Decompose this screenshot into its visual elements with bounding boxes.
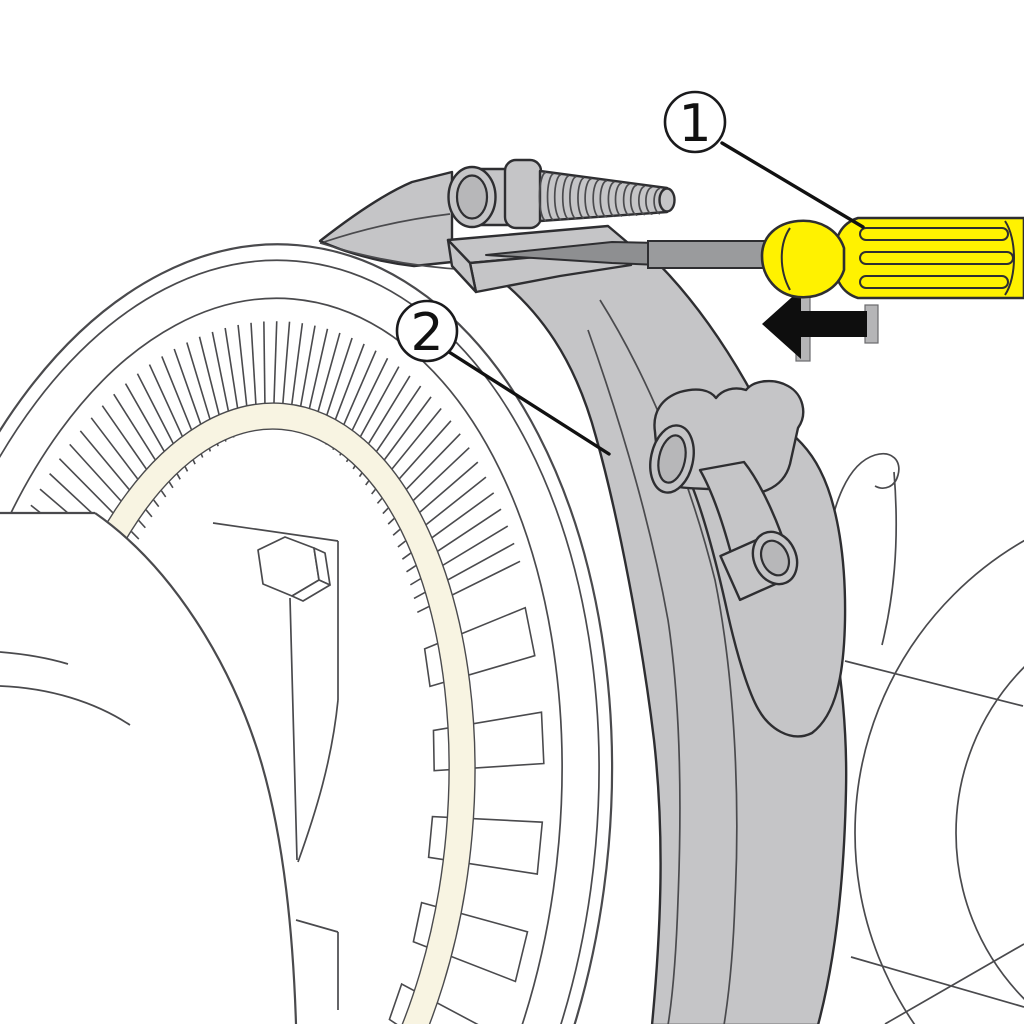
callout-1-leader-line xyxy=(720,141,865,229)
bracket-lower-curve xyxy=(297,699,339,863)
shaft-bottom-edge xyxy=(0,685,131,726)
arrow-left xyxy=(762,289,867,359)
shroud-fill xyxy=(0,513,296,1024)
worm-screw xyxy=(538,169,676,223)
worm-barrel-collar xyxy=(503,158,543,230)
fan-vent-slot xyxy=(388,982,499,1024)
screwdriver-ferrule xyxy=(760,219,846,299)
shroud-cone-edge xyxy=(94,512,298,1024)
tube-end-hole xyxy=(657,434,687,484)
worm-screw-threads xyxy=(538,171,661,222)
callout-1-circle xyxy=(663,90,727,154)
housing-curl-line xyxy=(825,453,900,561)
housing-step-lines xyxy=(295,919,339,1010)
clutch-shroud xyxy=(0,511,339,1024)
housing-edge-line xyxy=(881,471,898,646)
fitting-stub xyxy=(719,530,799,602)
bracket-inner-line xyxy=(289,597,298,861)
rear-bracket-line xyxy=(844,660,1024,707)
stub-end-hole xyxy=(759,539,791,577)
ferrule-highlight-line xyxy=(780,227,791,291)
rear-housing-lines xyxy=(825,453,1024,1024)
hex-bolt-bottom-face xyxy=(291,579,331,602)
fitting-tube-opening xyxy=(649,424,695,494)
rear-bracket-line xyxy=(850,956,1024,1008)
fan-clutch-wheel xyxy=(0,243,614,1024)
bracket-top-edge xyxy=(212,522,339,542)
rear-bracket-line xyxy=(884,943,1024,1024)
worm-barrel-hole xyxy=(455,174,489,220)
hex-bolt xyxy=(257,536,331,602)
wheel-rim-line xyxy=(0,259,600,1024)
wheel-rim-inner-edge xyxy=(0,297,563,1024)
t-bolt-fitting xyxy=(649,379,847,738)
wheel-rim-outer-edge xyxy=(0,243,614,1024)
saddle-left-face xyxy=(446,238,478,294)
callout-1-number: 1 xyxy=(678,94,711,154)
rear-pulley-outer-arc xyxy=(854,539,1024,1024)
rear-pulley-inner-arc xyxy=(955,666,1024,1000)
handle-groove xyxy=(859,275,1009,289)
clamp-band xyxy=(468,244,848,1024)
callout-2-leader-line xyxy=(447,350,611,456)
callout-2: 2 xyxy=(395,299,611,456)
handle-end-cap-line xyxy=(1004,220,1015,296)
screwdriver-shaft xyxy=(647,240,771,269)
callout-2-number: 2 xyxy=(410,303,443,363)
callout-1: 1 xyxy=(663,90,865,229)
handle-groove xyxy=(859,227,1009,241)
callout-2-circle xyxy=(395,299,459,363)
direction-arrow-icon xyxy=(762,286,879,362)
wedge-fold-line xyxy=(323,213,451,243)
worm-screw-tip xyxy=(658,187,676,213)
clamp-band-inner-line xyxy=(587,329,681,1024)
shaft-detail-line xyxy=(0,651,69,665)
screwdriver xyxy=(485,216,1024,362)
